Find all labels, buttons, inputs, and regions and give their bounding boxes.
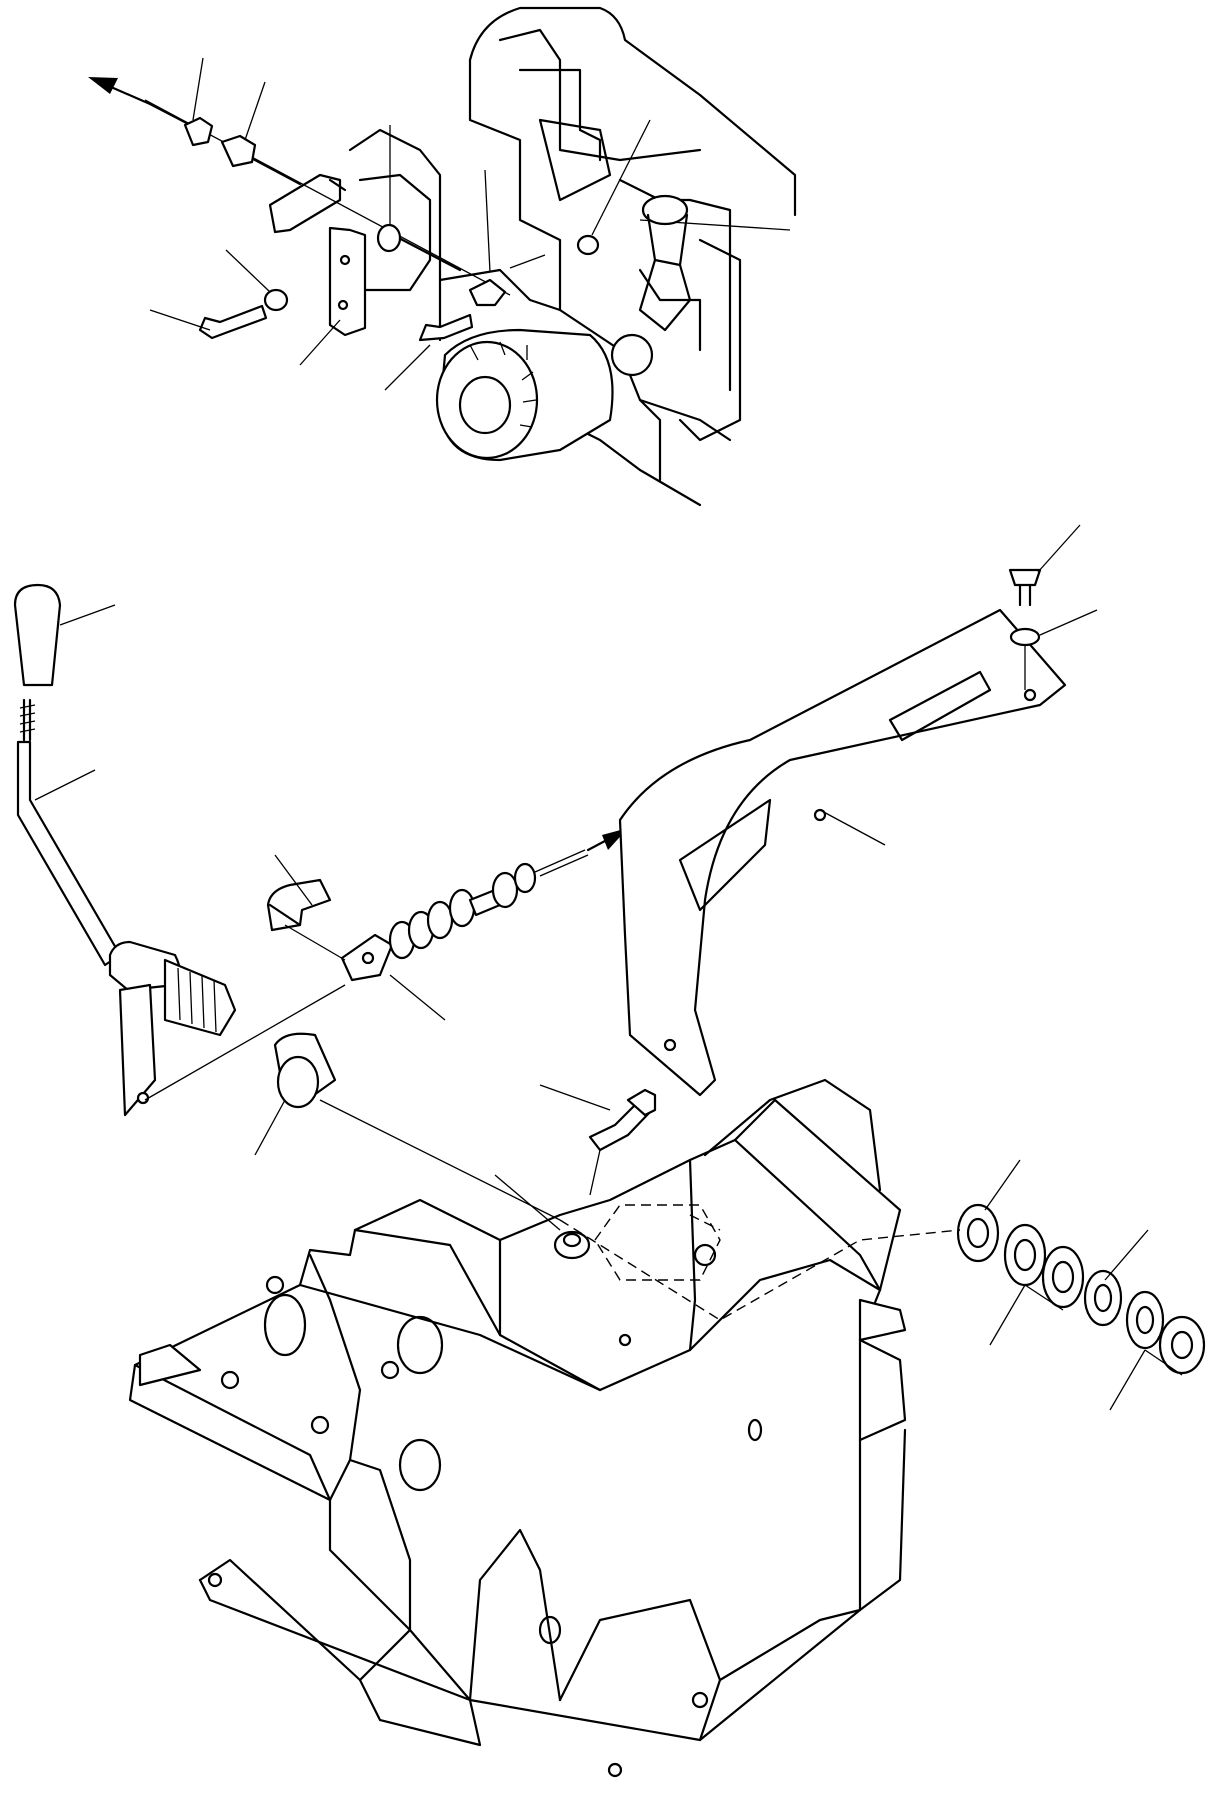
- lower-leader-lines: [34, 524, 1183, 1411]
- shift-lever: [16, 740, 237, 1117]
- oil-filter: [435, 328, 654, 462]
- throttle-cable-upper: [144, 99, 600, 307]
- cap-knob: [638, 194, 692, 332]
- washer-stack: [956, 1203, 1206, 1375]
- floor-box: [128, 1078, 907, 1778]
- cable-direction-arrow-up: [88, 77, 152, 106]
- clip: [266, 878, 332, 932]
- upper-leader-lines: [149, 57, 651, 391]
- spacer-collar: [273, 1032, 337, 1109]
- centerlines: [144, 924, 961, 1321]
- box-rear-flange: [138, 1298, 907, 1387]
- bracket-washer: [1009, 627, 1041, 690]
- bracket-screw: [1008, 568, 1042, 607]
- upper-bolts: [198, 288, 474, 342]
- hidden-block: [594, 1204, 721, 1281]
- throttle-cable-lower: [340, 849, 589, 982]
- support-bracket: [618, 608, 1067, 1097]
- lever-knob: [13, 583, 62, 742]
- cable-bracket: [268, 173, 367, 337]
- nut-box: [553, 1230, 591, 1260]
- bolt-hex: [588, 1088, 657, 1152]
